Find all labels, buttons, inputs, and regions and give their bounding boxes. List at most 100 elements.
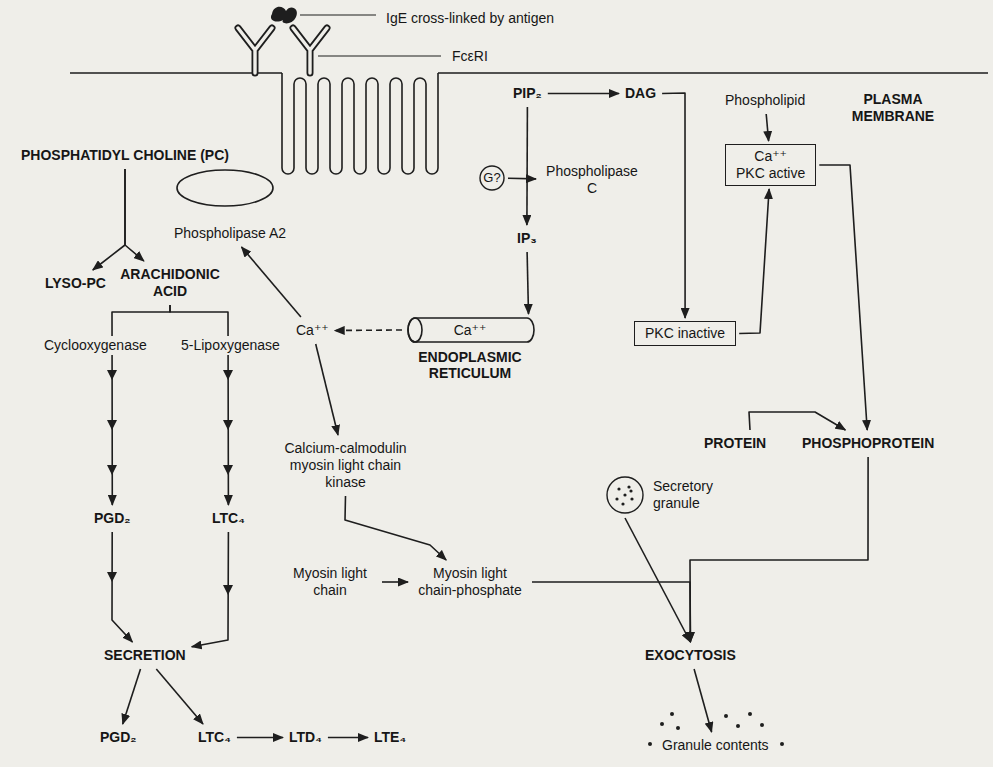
node-text: PIP₂ [513, 85, 542, 102]
node-text: Myosin light chain [284, 565, 376, 599]
pathway-arrow [749, 412, 845, 430]
dot [760, 723, 764, 727]
node-text: LTE₄ [374, 729, 406, 746]
node-text: SECRETION [104, 647, 186, 664]
granule-dot [623, 493, 626, 496]
pathway-arrow [112, 305, 170, 505]
dot [748, 712, 752, 716]
process-box: PKC inactive [634, 321, 736, 346]
pathway-label: EXOCYTOSIS [642, 645, 739, 666]
pathway-label: Granule contents [659, 735, 772, 756]
node-heading: ENDOPLASMIC RETICULUM [408, 349, 533, 381]
pathway-label: PIP₂ [510, 83, 545, 104]
pathway-label: Ca⁺⁺ [293, 320, 332, 341]
node-text: PGD₂ [94, 510, 131, 527]
pathway-label: PGD₂ [91, 508, 134, 529]
antigen [271, 7, 297, 24]
pathway-arrow [112, 532, 132, 642]
granule-dot [630, 497, 633, 500]
node-text: IP₃ [517, 230, 537, 247]
pathway-arrow [335, 329, 402, 331]
pathway-arrow [328, 737, 368, 739]
node-text: Ca⁺⁺ [296, 322, 329, 339]
pathway-label: LTC₄ [195, 727, 234, 748]
pathway-label: LTC₄ [209, 508, 248, 529]
pathway-arrow [156, 669, 203, 724]
node-text: EXOCYTOSIS [645, 647, 736, 664]
pathway-label: PGD₂ [97, 727, 140, 748]
annotation-label: PLASMA MEMBRANE [835, 90, 951, 126]
annotation-label: Cyclooxygenase [41, 336, 150, 355]
protein-circle: G? [479, 165, 505, 191]
node-text: PROTEIN [704, 435, 766, 452]
granule-dot [615, 497, 618, 500]
node-text: Calcium-calmodulin myosin light chain ki… [278, 440, 413, 491]
granule-dot [629, 489, 632, 492]
pathway-arrow [625, 518, 690, 642]
granule-circle: Secretory granule [605, 475, 645, 515]
pathway-label: Myosin light chain-phosphate [411, 563, 529, 601]
pathway-arrowhead [107, 370, 233, 595]
granule-outline [605, 475, 645, 515]
node-text: Ca⁺⁺ [405, 317, 535, 343]
pathway-arrow [242, 247, 301, 317]
node-text: Granule contents [662, 737, 769, 754]
pathway-label: Phospholipid [722, 90, 808, 111]
dot [660, 722, 664, 726]
pathway-arrow [382, 581, 408, 583]
pathway-label: IP₃ [514, 228, 540, 249]
pathway-label: DAG [622, 83, 659, 104]
pathway-arrow [739, 189, 769, 334]
pathway-label: LTD₄ [286, 727, 325, 748]
receptor-loops [282, 73, 438, 174]
dot [736, 724, 740, 728]
granule-dot [617, 487, 620, 490]
process-box: Ca⁺⁺PKC active [725, 144, 816, 186]
node-text: LTC₄ [198, 729, 231, 746]
node-text: Ca⁺⁺ [736, 148, 805, 165]
pathway-arrow [170, 305, 228, 505]
node-text: Phospholipase C [542, 163, 642, 197]
node-text: PGD₂ [100, 729, 137, 746]
node-text: PKC inactive [645, 325, 725, 342]
pathway-arrow [819, 165, 867, 430]
node-side-label: Secretory granule [653, 478, 733, 512]
pathway-arrow [125, 169, 144, 261]
pathway-label: LTE₄ [371, 727, 409, 748]
pathway-label: LYSO-PC [42, 273, 109, 294]
pathway-arrow [237, 737, 283, 739]
pathway-arrow [508, 178, 536, 180]
annotation-label: 5-Lipoxygenase [178, 336, 283, 355]
pathway-arrow [532, 582, 690, 642]
node-text: LTC₄ [212, 510, 245, 527]
pathway-arrow [526, 107, 528, 225]
pathway-label: Calcium-calmodulin myosin light chain ki… [275, 438, 416, 493]
pathway-label: PHOSPHOPROTEIN [799, 433, 937, 454]
pathway-label: ARACHIDONIC ACID [108, 264, 232, 302]
pathway-arrow [93, 169, 125, 270]
dot [676, 726, 680, 730]
pathway-label: PHOSPHATIDYL CHOLINE (PC) [17, 145, 233, 166]
ige-antibody [238, 28, 327, 73]
membrane-line [70, 72, 988, 74]
granule-dot [627, 485, 630, 488]
granule-shape [607, 477, 643, 513]
node-text: Phospholipid [725, 92, 805, 109]
node-text: G? [479, 165, 505, 191]
node-text: LYSO-PC [45, 275, 106, 292]
pathway-label: Phospholipase C [539, 161, 645, 199]
annotation-label: FcεRI [449, 47, 491, 66]
pathway-arrow [694, 669, 712, 732]
pathway-label: PROTEIN [701, 433, 769, 454]
dot [648, 742, 652, 746]
pathway-arrow [527, 252, 528, 314]
node-text: Phospholipase A2 [174, 225, 286, 242]
annotation-label: IgE cross-linked by antigen [383, 9, 557, 28]
node-text: DAG [625, 85, 656, 102]
pathway-label: SECRETION [101, 645, 189, 666]
pathway-arrow [123, 669, 141, 724]
pathway-arrow [192, 532, 229, 647]
dot [724, 714, 728, 718]
